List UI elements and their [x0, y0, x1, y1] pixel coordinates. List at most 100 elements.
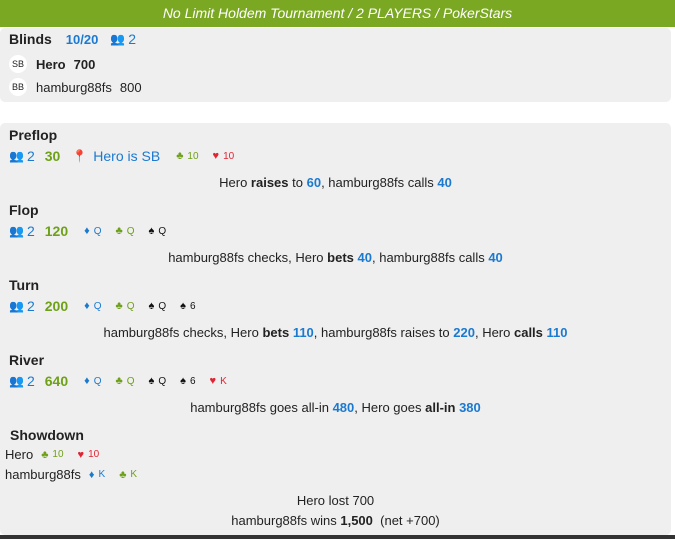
card-rank: K: [98, 469, 106, 480]
card: ♣10: [41, 449, 63, 461]
action-text: bets: [262, 325, 290, 340]
seat-stack: 700: [73, 56, 96, 72]
bet-amount: 110: [546, 325, 568, 340]
bet-amount: 480: [332, 400, 355, 415]
action-text: raises: [250, 175, 289, 190]
diamond-icon: ♦: [84, 375, 90, 387]
win-amount: 1,500: [340, 513, 373, 528]
spade-icon: ♠: [180, 375, 186, 387]
card: ♦Q: [84, 225, 101, 237]
blinds-level: 10/20: [65, 31, 99, 47]
card: ♠6: [180, 300, 195, 312]
bet-amount: 110: [292, 325, 314, 340]
bet-amount: 60: [306, 175, 322, 190]
card: ♦K: [89, 469, 105, 481]
club-icon: ♣: [119, 468, 127, 481]
player-name: hamburg88fs: [5, 467, 81, 482]
action-text: , hamburg88fs raises to: [313, 325, 454, 340]
heart-icon: ♥: [77, 448, 85, 461]
card-rank: Q: [126, 225, 135, 237]
action-text: hamburg88fs goes all-in: [190, 400, 333, 415]
action-text: hamburg88fs checks, Hero: [168, 250, 328, 265]
showdown-hand: hamburg88fs♦K♣K: [5, 467, 145, 482]
seat-name: Hero: [36, 56, 66, 72]
players-icon: 👥: [9, 149, 24, 163]
street-actions: hamburg88fs checks, Hero bets 110, hambu…: [0, 325, 671, 340]
heart-icon: ♥: [209, 375, 217, 387]
spade-icon: ♠: [148, 375, 155, 387]
blinds-title: Blinds: [9, 31, 52, 47]
card: ♥10: [213, 150, 235, 162]
card: ♣10: [176, 150, 198, 162]
club-icon: ♣: [115, 300, 123, 312]
bet-amount: 380: [459, 400, 481, 415]
player-count: 2: [128, 31, 137, 47]
club-icon: ♣: [176, 150, 184, 162]
action-text: Hero: [219, 175, 251, 190]
action-text: all-in: [425, 400, 456, 415]
action-text: , hamburg88fs calls: [371, 250, 489, 265]
player-count: 2: [26, 223, 35, 239]
player-name: Hero: [5, 447, 34, 462]
winner-text: hamburg88fs wins: [231, 513, 341, 528]
bet-amount: 220: [453, 325, 475, 340]
card: ♦Q: [84, 375, 101, 387]
showdown-title: Showdown: [10, 427, 84, 443]
bet-amount: 40: [357, 250, 372, 265]
seat-name: hamburg88fs: [36, 79, 112, 95]
club-icon: ♣: [115, 225, 123, 237]
net-amount: (net +700): [372, 513, 440, 528]
card-rank: Q: [93, 375, 102, 387]
card-rank: Q: [158, 225, 167, 237]
bet-amount: 40: [437, 175, 452, 190]
player-count: 2: [26, 373, 35, 389]
bottom-bar: [0, 535, 675, 539]
street-actions: hamburg88fs checks, Hero bets 40, hambur…: [0, 250, 671, 265]
blinds-row: Blinds 10/20 👥 2: [9, 31, 136, 47]
card-rank: Q: [93, 225, 102, 237]
pot-size: 30: [44, 148, 61, 164]
card-rank: 10: [88, 449, 100, 460]
card: ♠6: [180, 375, 195, 387]
seat-bb: BB hamburg88fs 800: [9, 78, 142, 96]
street-actions: hamburg88fs goes all-in 480, Hero goes a…: [0, 400, 671, 415]
card: ♣Q: [116, 300, 135, 312]
card: ♥K: [210, 375, 227, 387]
heart-icon: ♥: [212, 150, 220, 162]
street-title: Flop: [9, 202, 39, 218]
card-rank: Q: [126, 375, 135, 387]
seat-stack: 800: [119, 79, 142, 95]
street-title: River: [9, 352, 45, 368]
spade-icon: ♠: [148, 300, 155, 312]
card: ♣Q: [116, 375, 135, 387]
card: ♣Q: [116, 225, 135, 237]
card-rank: 10: [223, 150, 235, 162]
action-text: hamburg88fs checks, Hero: [103, 325, 263, 340]
action-text: , Hero goes: [354, 400, 426, 415]
players-icon: 👥: [9, 374, 24, 388]
diamond-icon: ♦: [88, 468, 95, 481]
position-marker-icon: 📍: [72, 149, 88, 163]
card-rank: Q: [93, 300, 102, 312]
card-rank: K: [130, 469, 138, 480]
pot-size: 200: [44, 298, 69, 314]
card-rank: K: [220, 375, 227, 387]
street-actions: Hero raises to 60, hamburg88fs calls 40: [0, 175, 671, 190]
players-icon: 👥: [110, 32, 125, 46]
action-text: to: [288, 175, 307, 190]
card-rank: Q: [126, 300, 135, 312]
card-rank: Q: [158, 300, 167, 312]
result-lost: Hero lost 700: [296, 493, 375, 508]
card: ♠Q: [149, 375, 167, 387]
result-winner: hamburg88fs wins 1,500 (net +700): [0, 513, 671, 528]
players-icon: 👥: [9, 299, 24, 313]
card: ♠Q: [149, 225, 167, 237]
card: ♠Q: [149, 300, 167, 312]
diamond-icon: ♦: [84, 300, 90, 312]
card-rank: Q: [158, 375, 167, 387]
bb-badge: BB: [9, 78, 27, 96]
